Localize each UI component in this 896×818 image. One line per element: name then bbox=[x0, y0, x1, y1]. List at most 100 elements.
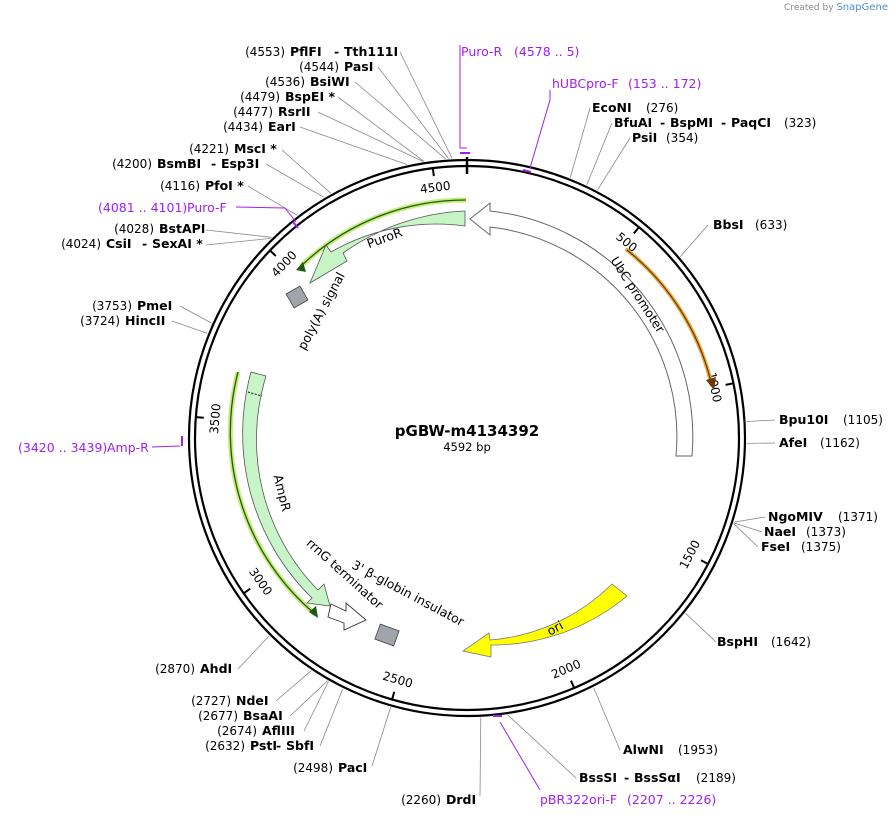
enzyme-label-bpu10i[interactable]: Bpu10I (1105) bbox=[779, 412, 883, 427]
feature-beta-globin-block[interactable] bbox=[374, 623, 400, 647]
primer-label-amp-r[interactable]: (3420 .. 3439)Amp-R bbox=[18, 440, 149, 455]
enzyme-leader-line bbox=[303, 681, 329, 732]
enzyme-label-bbsi[interactable]: BbsI(633) bbox=[713, 217, 787, 232]
enzyme-label-pmei[interactable]: (3753)PmeI bbox=[92, 298, 172, 313]
enzyme-label-hincii[interactable]: (3724)HincII bbox=[80, 313, 165, 328]
svg-text:(2498): (2498) bbox=[293, 761, 333, 775]
feature-direction-arrow-orange-core bbox=[626, 249, 712, 383]
svg-text:(2727): (2727) bbox=[191, 694, 231, 708]
tick-mark bbox=[391, 691, 396, 700]
enzyme-label-rsrii[interactable]: (4477)RsrII bbox=[233, 104, 310, 119]
enzyme-leader-line bbox=[399, 51, 453, 159]
enzyme-label-ngomiv[interactable]: NgoMIV(1371) bbox=[768, 509, 878, 524]
enzyme-leader-line bbox=[734, 516, 766, 523]
feature-puror[interactable] bbox=[309, 210, 466, 284]
primer-label-hubcpro-f[interactable]: hUBCpro-F(153 .. 172) bbox=[552, 76, 701, 91]
enzyme-label-econi[interactable]: EcoNI(276) bbox=[592, 100, 678, 115]
enzyme-leader-line bbox=[237, 635, 270, 670]
svg-text:RsrII: RsrII bbox=[278, 104, 311, 119]
enzyme-label-bsaai[interactable]: (2677)BsaAI bbox=[198, 708, 283, 723]
enzyme-label-alwni[interactable]: AlwNI(1953) bbox=[623, 742, 718, 757]
primer-leader-hubcpro-f bbox=[529, 90, 551, 169]
enzyme-label-paci[interactable]: (2498)PacI bbox=[293, 760, 367, 775]
svg-text:(4221): (4221) bbox=[189, 142, 229, 156]
svg-text:PflFI: PflFI bbox=[290, 44, 322, 59]
svg-text:(1953): (1953) bbox=[678, 743, 718, 757]
enzyme-label-msci[interactable]: (4221)MscI * bbox=[189, 141, 277, 156]
ticks-layer: 50010001500200025003000350040004500 bbox=[195, 168, 734, 700]
feature-ampr[interactable] bbox=[242, 371, 331, 607]
enzyme-label-pfoi[interactable]: (4116)PfoI * bbox=[160, 178, 244, 193]
svg-text:Amp-R: Amp-R bbox=[107, 440, 149, 455]
feature-ubc-promoter[interactable] bbox=[469, 201, 694, 457]
enzyme-leader-line bbox=[205, 237, 271, 246]
primer-label-puro-r[interactable]: Puro-R(4578 .. 5) bbox=[461, 44, 579, 59]
ampr-direction bbox=[229, 371, 316, 615]
enzyme-label-psti-sbfi[interactable]: (2632)PstI-SbfI bbox=[205, 738, 314, 753]
svg-text:-: - bbox=[142, 236, 147, 251]
enzyme-leader-line bbox=[377, 66, 449, 159]
primer-labels: Puro-R(4578 .. 5) hUBCpro-F(153 .. 172) … bbox=[18, 44, 716, 807]
enzyme-label-eari[interactable]: (4434) EarI bbox=[223, 119, 296, 134]
tick-label: 4500 bbox=[419, 179, 451, 197]
enzyme-leader-line bbox=[317, 111, 424, 162]
svg-text:(3420 .. 3439): (3420 .. 3439) bbox=[18, 440, 107, 455]
svg-text:PmeI: PmeI bbox=[137, 298, 172, 313]
enzyme-label-psii[interactable]: PsiI(354) bbox=[632, 130, 698, 145]
ampr-direction-head bbox=[309, 606, 318, 618]
svg-text:Puro-R: Puro-R bbox=[461, 44, 502, 59]
svg-text:NdeI: NdeI bbox=[236, 693, 269, 708]
svg-text:Tth111I: Tth111I bbox=[344, 44, 398, 59]
svg-text:-: - bbox=[211, 156, 216, 171]
primer-mark-hubcpro-f bbox=[522, 169, 532, 173]
tick-label: 3000 bbox=[246, 565, 275, 598]
enzyme-label-naei[interactable]: NaeI(1373) bbox=[764, 524, 846, 539]
enzyme-leader-line bbox=[171, 320, 208, 334]
enzyme-label-ndei[interactable]: (2727) NdeI bbox=[191, 693, 268, 708]
enzyme-leader-line bbox=[597, 137, 631, 191]
primer-leader-puro-r bbox=[459, 45, 467, 149]
svg-text:(1375): (1375) bbox=[801, 540, 841, 554]
primer-label-pbr322ori-f[interactable]: pBR322ori-F(2207 .. 2226) bbox=[540, 792, 716, 807]
primer-label-puro-f[interactable]: (4081 .. 4101)Puro-F bbox=[98, 200, 227, 215]
enzyme-leader-line bbox=[733, 522, 763, 533]
enzyme-label-ahdi[interactable]: (2870)AhdI bbox=[155, 661, 232, 676]
orange-arrowhead bbox=[706, 377, 716, 390]
svg-text:(1105): (1105) bbox=[843, 413, 883, 427]
svg-text:(2189): (2189) bbox=[696, 771, 736, 785]
svg-text:(4434): (4434) bbox=[223, 120, 263, 134]
enzyme-label-pasi[interactable]: (4544)PasI bbox=[299, 59, 373, 74]
enzyme-label-csii-sexai[interactable]: (4024)CsiI-SexAI * bbox=[61, 236, 203, 251]
svg-text:(2677): (2677) bbox=[198, 709, 238, 723]
enzyme-label-drdi[interactable]: (2260)DrdI bbox=[401, 792, 476, 807]
svg-text:BssSI: BssSI bbox=[579, 770, 617, 785]
tick-mark bbox=[633, 226, 640, 235]
svg-text:Bpu10I: Bpu10I bbox=[779, 412, 828, 427]
enzyme-label-fsei[interactable]: FseI(1375) bbox=[761, 539, 841, 554]
tick-mark bbox=[243, 587, 251, 595]
enzyme-label-afliii[interactable]: (2674)AflIII bbox=[217, 723, 295, 738]
svg-text:Esp3I: Esp3I bbox=[221, 156, 259, 171]
feature-ori[interactable] bbox=[462, 583, 628, 658]
enzyme-leader-line bbox=[685, 612, 717, 643]
tick-label: 2500 bbox=[381, 669, 414, 691]
svg-text:EarI: EarI bbox=[268, 119, 296, 134]
primer-leader-puro-f bbox=[235, 206, 297, 223]
enzyme-label-bspei[interactable]: (4479)BspEI * bbox=[240, 89, 335, 104]
enzyme-label-pflfi-tth111i[interactable]: (4553)PflFI-Tth111I bbox=[245, 44, 398, 59]
enzyme-label-bsssi-bsssai[interactable]: BssSI-BssSαI(2189) bbox=[579, 770, 736, 785]
tick-mark bbox=[431, 168, 435, 177]
enzyme-label-afei[interactable]: AfeI(1162) bbox=[779, 435, 860, 450]
svg-text:hUBCpro-F: hUBCpro-F bbox=[552, 76, 619, 91]
svg-text:PsiI: PsiI bbox=[632, 130, 657, 145]
enzyme-label-bsiwi[interactable]: (4536)BsiWI bbox=[265, 74, 350, 89]
svg-text:BfuAI: BfuAI bbox=[614, 115, 652, 130]
enzyme-label-bsmbi-esp3i[interactable]: (4200)BsmBI-Esp3I bbox=[112, 156, 259, 171]
enzyme-label-bfuai-bspmi-paqci[interactable]: BfuAI-BspMI-PaqCI(323) bbox=[614, 115, 816, 130]
feature-polya-block[interactable] bbox=[285, 285, 309, 309]
enzyme-label-bsphi[interactable]: BspHI(1642) bbox=[717, 634, 811, 649]
feature-rrng-terminator[interactable] bbox=[327, 602, 367, 631]
enzyme-label-bstapi[interactable]: (4028)BstAPI bbox=[114, 221, 205, 236]
